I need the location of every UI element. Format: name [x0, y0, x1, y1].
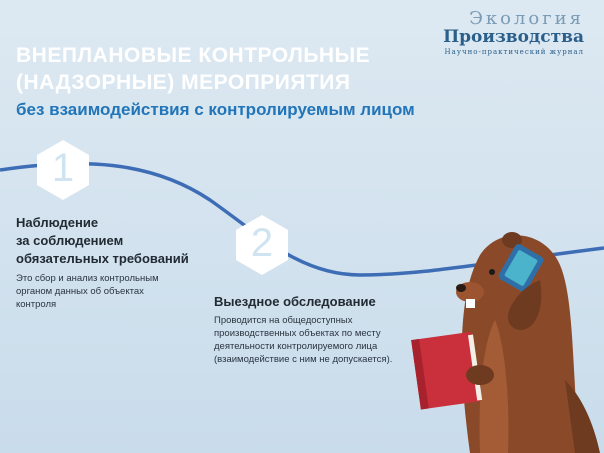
logo-line-ecology: Экология [469, 8, 584, 29]
step-1-heading-line: за соблюдением [16, 233, 124, 248]
step-1-desc-line: Это сбор и анализ контрольным [16, 273, 159, 284]
logo-tagline: Научно-практический журнал [444, 48, 584, 56]
page-subtitle: без взаимодействия с контролируемым лицо… [16, 100, 415, 119]
step-2-number: 2 [250, 221, 274, 265]
step-1-hexagon [37, 140, 89, 200]
step-2-desc-line: производственных объектах по месту [214, 328, 381, 339]
step-2-desc-line: Проводится на общедоступных [214, 315, 353, 326]
journal-logo: Экология Производства Научно-практически… [443, 8, 584, 57]
step-1-desc-line: органом данных об объектах [16, 286, 144, 297]
step-2-description: Проводится на общедоступных производстве… [214, 314, 392, 366]
step-2-desc-line: (взаимодействие с ним не допускается). [214, 354, 393, 365]
step-1-heading-line: обязательных требований [16, 251, 189, 266]
step-1-number: 1 [51, 146, 75, 190]
step-1-description: Это сбор и анализ контрольным органом да… [16, 272, 159, 311]
title-line-1: Внеплановые контрольные [16, 44, 371, 67]
title-line-2: (надзорные) мероприятия [16, 71, 351, 94]
step-2-heading: Выездное обследование [214, 293, 376, 311]
step-1-heading: Наблюдение за соблюдением обязательных т… [16, 214, 189, 268]
step-2-heading-line: Выездное обследование [214, 294, 376, 309]
step-2-hexagon [236, 215, 288, 275]
logo-line-production: Производства [443, 27, 584, 47]
beaver-illustration [411, 232, 600, 453]
page-title: Внеплановые контрольные (надзорные) меро… [16, 42, 370, 96]
step-2-desc-line: деятельности контролируемого лица [214, 341, 378, 352]
step-1-heading-line: Наблюдение [16, 215, 99, 230]
step-1-desc-line: контроля [16, 299, 57, 310]
